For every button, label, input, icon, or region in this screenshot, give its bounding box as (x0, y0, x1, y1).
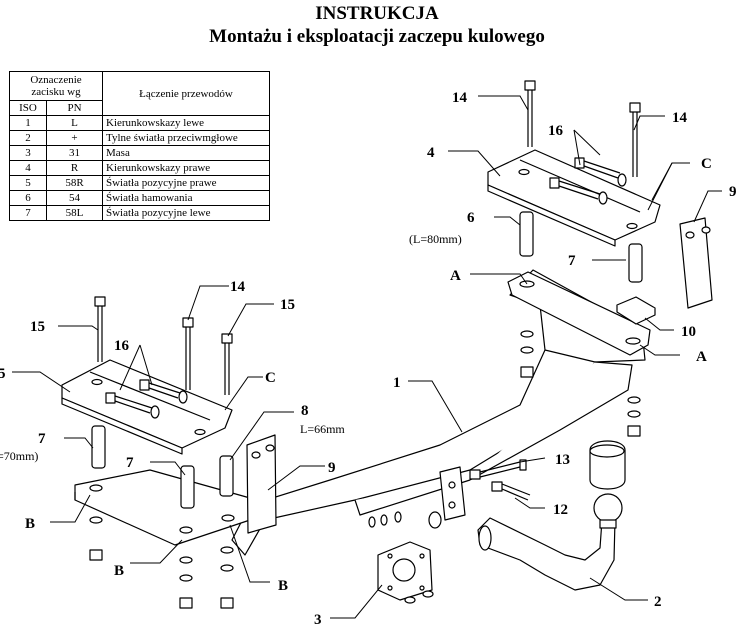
desc-cell: Światła pozycyjne lewe (102, 205, 270, 221)
label-b: B (278, 578, 288, 594)
plate-9-right (679, 217, 713, 309)
label-5: 5 (0, 366, 6, 382)
desc-cell: Światła pozycyjne prawe (102, 175, 270, 191)
label-a: A (696, 349, 707, 365)
spacer-block-10 (616, 296, 656, 325)
mount-plate-4 (487, 149, 661, 247)
spacer-tube-8 (219, 455, 234, 497)
desc-cell: Kierunkowskazy lewe (102, 115, 270, 131)
bolt-12 (491, 481, 531, 501)
bolt-14-right-a (524, 80, 536, 147)
washer-nut-stack (89, 330, 641, 609)
bolt-14-right-b (629, 102, 641, 177)
label-b: B (25, 516, 35, 532)
ball-mount-2 (477, 493, 623, 591)
wiring-table: Oznaczenie zacisku wg Łączenie przewodów… (9, 71, 270, 221)
ball-bracket (368, 466, 466, 529)
label-4: 4 (427, 145, 435, 161)
label-14: 14 (452, 90, 468, 106)
spacer-tube-7-right (628, 243, 643, 283)
label-8-note: L=66mm (300, 422, 345, 436)
header-designation: Oznaczenie zacisku wg (9, 71, 103, 101)
label-1: 1 (393, 375, 401, 391)
label-6: 6 (467, 210, 475, 226)
spacer-tube-7-left (91, 425, 106, 469)
pn-cell: 58R (46, 175, 103, 191)
label-7: 7 (568, 253, 576, 269)
pn-cell: 58L (46, 205, 103, 221)
bolt-14-left (182, 317, 194, 390)
label-12: 12 (553, 502, 568, 518)
label-6-note: (L=80mm) (409, 232, 462, 246)
bolt-16-right (549, 157, 627, 205)
label-15: 15 (30, 319, 45, 335)
label-7: 7 (38, 431, 46, 447)
spacer-tube-6 (519, 211, 534, 257)
leader-lines (12, 95, 722, 619)
label-15: 15 (280, 297, 295, 313)
bracket-a-right (507, 271, 651, 356)
label-14: 14 (230, 279, 246, 295)
label-9: 9 (328, 460, 336, 476)
label-10: 10 (681, 324, 696, 340)
table-row: 2+Tylne światła przeciwmgłowe (9, 130, 270, 146)
desc-cell: Kierunkowskazy prawe (102, 160, 270, 176)
label-a: A (450, 268, 461, 284)
plate-9-left (246, 434, 277, 534)
socket-plate-3 (377, 541, 434, 604)
label-16: 16 (114, 338, 130, 354)
label-c: C (265, 370, 276, 386)
label-7-note: =70mm) (0, 449, 38, 463)
ball-cap (589, 440, 626, 490)
label-2: 2 (654, 594, 662, 610)
page-subtitle: Montażu i eksploatacji zaczepu kulowego (209, 26, 545, 47)
header-connection: Łączenie przewodów (102, 71, 270, 116)
header-pn: PN (46, 100, 103, 116)
spacer-tube-7-center (180, 465, 195, 509)
label-9: 9 (729, 184, 737, 200)
label-16: 16 (548, 123, 564, 139)
page-title: INSTRUKCJA (315, 3, 439, 24)
label-3: 3 (314, 612, 322, 628)
bolt-15-left-b (221, 333, 233, 395)
label-14: 14 (672, 110, 688, 126)
callout-labels: 14 14 16 4 C 9 6 (L=80mm) A 7 10 A 14 15… (0, 90, 737, 628)
label-7: 7 (126, 455, 134, 471)
label-c: C (701, 156, 712, 172)
bolt-13 (469, 459, 527, 480)
bolt-15-left-a (94, 296, 106, 362)
mount-plate-5 (61, 359, 233, 455)
label-b: B (114, 563, 124, 579)
label-8: 8 (301, 403, 309, 419)
label-13: 13 (555, 452, 570, 468)
bolt-16-left (105, 379, 188, 419)
